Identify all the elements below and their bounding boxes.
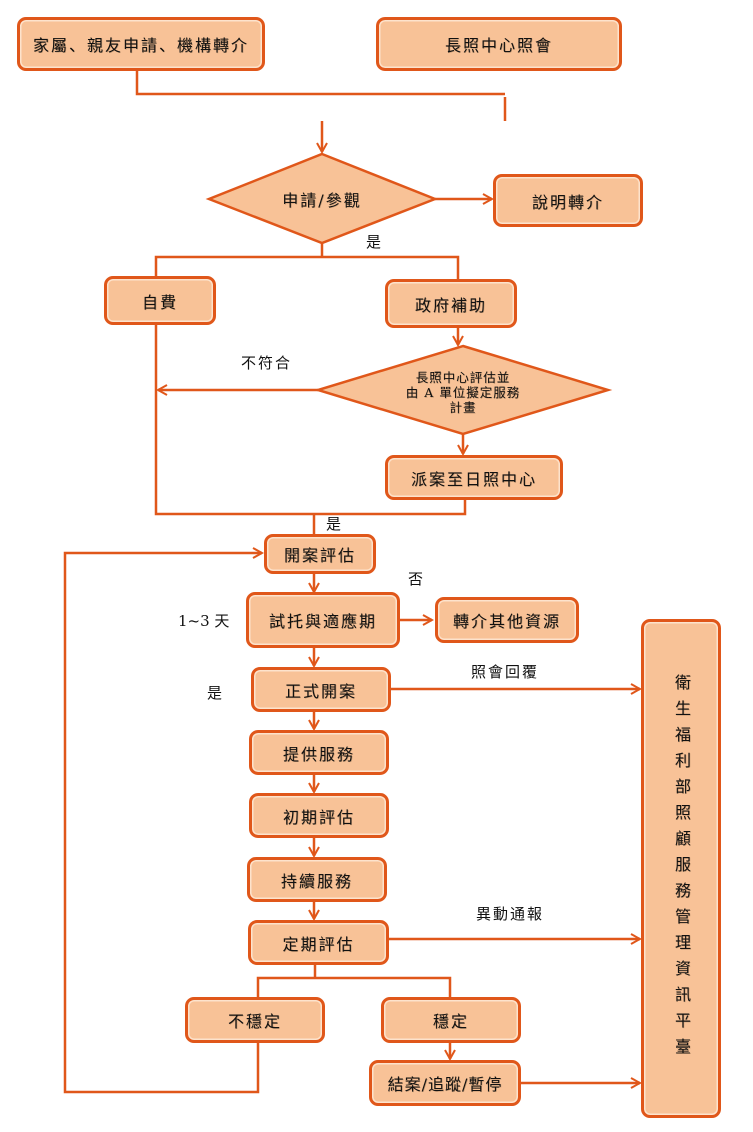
- node-continue-service: 持續服務: [247, 857, 387, 902]
- connector-unstable-loop: [63, 553, 262, 1094]
- node-label: 結案/追蹤/暫停: [387, 1075, 503, 1094]
- node-open-case-assess: 開案評估: [264, 534, 376, 574]
- node-label: 自費: [141, 292, 178, 312]
- node-label-line-1: 長照中心評估並: [415, 369, 511, 385]
- node-label: 提供服務: [282, 744, 355, 764]
- label-yes-apply: 是: [366, 233, 384, 251]
- node-unstable: 不穩定: [185, 997, 325, 1043]
- node-refer-other: 轉介其他資源: [435, 597, 579, 643]
- node-ltc-referral: 長照中心照會: [376, 17, 622, 71]
- label-referral-reply: 照會回覆: [471, 663, 540, 681]
- node-close-track-pause: 結案/追蹤/暫停: [369, 1060, 521, 1106]
- node-provide-service: 提供服務: [249, 730, 389, 775]
- node-mohw-platform: 衛生福利部照顧服務管理資訊平臺: [641, 619, 721, 1118]
- node-label: 初期評估: [282, 807, 355, 827]
- node-label: 試托與適應期: [268, 612, 377, 631]
- node-label: 持續服務: [280, 871, 353, 891]
- node-apply-visit: 申請/參觀: [250, 184, 394, 214]
- node-label: 衛生福利部照顧服務管理資訊平臺: [672, 673, 691, 1064]
- node-label: 穩定: [432, 1012, 469, 1031]
- label-yes-formal: 是: [207, 684, 225, 702]
- connector-split-stability: [256, 976, 452, 997]
- label-yes-merge: 是: [326, 515, 344, 533]
- node-self-pay: 自費: [104, 276, 216, 325]
- node-dispatch-daycare: 派案至日照中心: [385, 455, 563, 500]
- node-stable: 穩定: [381, 997, 521, 1043]
- node-trial-adapt: 試托與適應期: [246, 592, 400, 648]
- node-label: 開案評估: [283, 546, 356, 565]
- connector-split-pay: [154, 255, 460, 279]
- label-change-notice: 異動通報: [476, 905, 545, 923]
- label-not-eligible: 不符合: [241, 354, 293, 372]
- node-label: 不穩定: [227, 1012, 282, 1031]
- node-formal-open: 正式開案: [251, 667, 391, 712]
- node-periodic-assess: 定期評估: [248, 920, 389, 965]
- node-label: 政府補助: [414, 295, 487, 315]
- node-label: 轉介其他資源: [452, 612, 561, 631]
- node-label: 長照中心照會: [444, 36, 553, 55]
- node-explain-refer: 說明轉介: [493, 174, 643, 227]
- node-label: 派案至日照中心: [410, 469, 537, 489]
- node-ltc-assess: 長照中心評估並 由 A 單位擬定服務 計畫: [378, 368, 548, 416]
- connector-selfpay-merge: [154, 324, 467, 516]
- node-label-line-3: 計畫: [449, 399, 477, 415]
- node-label: 說明轉介: [531, 192, 604, 212]
- node-label-line-2: 由 A 單位擬定服務: [405, 384, 521, 400]
- connector-family-to-merge: [135, 70, 505, 96]
- node-label: 申請/參觀: [282, 191, 362, 210]
- node-label: 定期評估: [282, 934, 355, 954]
- node-family-apply: 家屬、親友申請、機構轉介: [17, 17, 265, 71]
- label-days: 1~3 天: [178, 612, 230, 630]
- node-gov-subsidy: 政府補助: [385, 279, 517, 328]
- node-label: 家屬、親友申請、機構轉介: [32, 36, 249, 55]
- label-no: 否: [408, 570, 426, 588]
- node-initial-assess: 初期評估: [249, 793, 389, 838]
- node-label: 正式開案: [284, 681, 357, 701]
